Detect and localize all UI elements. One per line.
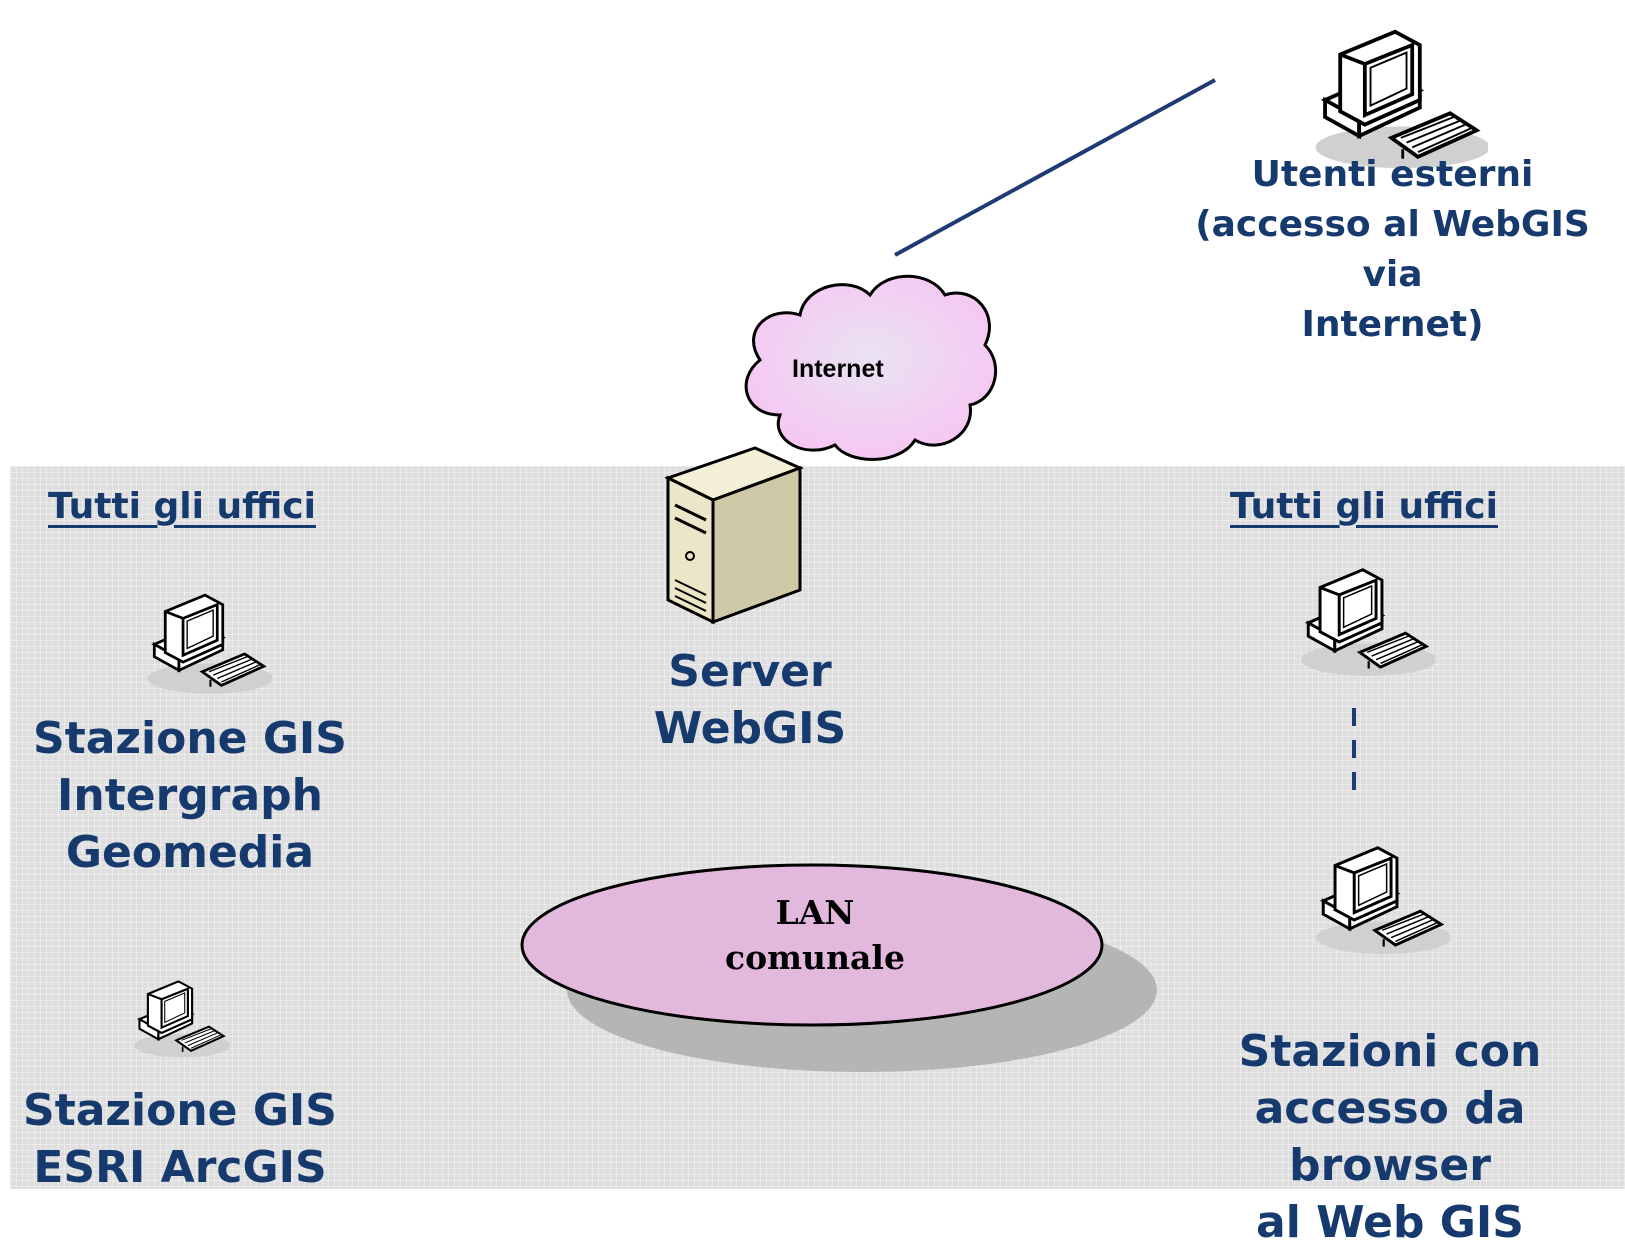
station1-line2: Intergraph	[57, 770, 323, 821]
external-users-line2: (accesso al WebGIS via	[1195, 204, 1590, 295]
stations-line2: accesso da browser	[1254, 1083, 1526, 1191]
server-icon	[664, 446, 804, 625]
internet-connection-line	[894, 78, 1216, 257]
server-label: Server WebGIS	[640, 643, 860, 757]
server-line1: Server	[668, 646, 832, 697]
station2-line1: Stazione GIS	[23, 1085, 337, 1136]
right-heading: Tutti gli uffici	[1230, 486, 1498, 527]
lan-line2: comunale	[725, 938, 905, 977]
connection-layer	[894, 78, 1356, 800]
left-heading: Tutti gli uffici	[48, 486, 316, 527]
station1-label: Stazione GIS Intergraph Geomedia	[30, 710, 350, 881]
stations-line1: Stazioni con	[1238, 1026, 1542, 1077]
external-users-line1: Utenti esterni	[1251, 154, 1534, 195]
stations-line3: al Web GIS	[1256, 1197, 1524, 1248]
external-users-label: Utenti esterni (accesso al WebGIS via In…	[1160, 150, 1625, 350]
external-users-line3: Internet)	[1301, 304, 1484, 345]
cloud-icon	[744, 274, 998, 461]
lan-label: LAN comunale	[690, 890, 940, 980]
server-line2: WebGIS	[653, 703, 847, 754]
station1-line3: Geomedia	[65, 827, 315, 878]
station2-label: Stazione GIS ESRI ArcGIS	[20, 1082, 340, 1196]
station1-line1: Stazione GIS	[33, 713, 347, 764]
lan-line1: LAN	[775, 893, 855, 932]
station2-line2: ESRI ArcGIS	[33, 1142, 327, 1193]
stations-label: Stazioni con accesso da browser al Web G…	[1155, 1023, 1625, 1251]
lan-ellipse	[520, 863, 1157, 1072]
cloud-label: Internet	[792, 355, 884, 383]
